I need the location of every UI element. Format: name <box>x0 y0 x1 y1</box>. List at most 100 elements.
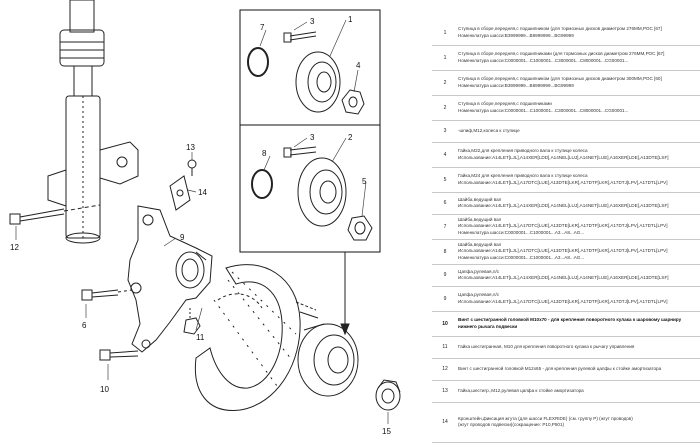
part-description-line: Номенклатура шасси:В3999999...В8999999..… <box>458 32 574 38</box>
parts-table-row: 2 Ступица в сборе,передняя,с подшипником … <box>432 70 700 96</box>
callout-15: 15 <box>382 427 391 436</box>
bolt-6 <box>81 289 133 301</box>
part-description: Гайка,М24 для крепления приводного вала … <box>458 167 698 192</box>
part-description: Кронштейн,фиксация жгута (для шасси FLEX… <box>458 402 698 442</box>
part-description-line: Номенклатура шасси:С0000001...С1000001..… <box>458 229 585 235</box>
parts-table-row: 1 Ступица в сборе,передняя,с подшипником … <box>432 20 700 46</box>
part-description-line: Использование:А14LET[LJL],А17DTC[LUE],А1… <box>458 298 668 304</box>
part-description-line: Номенклатура шасси:С0000001...С1000001..… <box>458 107 629 113</box>
part-description-line: Использование:А14LET[LJL],А17DTC[LUE],А1… <box>458 223 668 229</box>
part-number: 5 <box>443 176 447 183</box>
hub-assembly-lower <box>295 301 359 397</box>
parts-table-row: 14 Кронштейн,фиксация жгута (для шасси FL… <box>432 402 700 443</box>
part-number: 8 <box>443 248 447 255</box>
nut-15 <box>375 379 401 411</box>
part-description-line: Шайба,ведущий вал <box>458 217 502 223</box>
part-description-line: Гайка шестигранная, М10 для крепления по… <box>458 343 635 349</box>
parts-table-row: 11 Гайка шестигранная, М10 для крепления … <box>432 336 700 359</box>
part-description-line: Ступица в сборе,передняя,с подшипниками <box>458 101 552 107</box>
part-description-line: Ступица в сборе,передняя,с подшипником (… <box>458 76 662 82</box>
part-number: 6 <box>443 200 447 206</box>
callout-3-upper: 3 <box>310 17 315 26</box>
parts-table-row: 12 Винт с шестигранной головкой М12х65 - … <box>432 358 700 381</box>
part-description: Ступица в сборе,передняя,с подшипником (… <box>458 70 698 95</box>
leader-lines <box>15 19 389 424</box>
callout-7: 7 <box>260 23 265 32</box>
part-description: Винт с шестигранной головкой М10х70 - дл… <box>458 311 698 336</box>
part-description: Гайка,шестигр.,М12,рулевая цапфа к стойк… <box>458 380 698 402</box>
parts-table-row: 4 Гайка,М22,для крепления приводного вала… <box>432 142 700 168</box>
part-description-line: Ступица в сборе,передняя,с подшипником (… <box>458 26 662 32</box>
part-description-line: Использование:А14LET[LJL],А17DTC[LUE],А1… <box>458 248 668 254</box>
part-description: Винт с шестигранной головкой М12х65 - дл… <box>458 358 698 380</box>
inset-lower-parts <box>251 146 373 241</box>
part-number: 4 <box>443 151 447 158</box>
part-description-line: Цапфа,рулевая,л/с <box>458 292 500 298</box>
part-description-line: Использование:А14LET[LJL],А14XER[LDD],А1… <box>458 154 669 160</box>
part-number: 1 <box>443 29 447 36</box>
callout-3-lower: 3 <box>310 133 315 142</box>
part-number: 7 <box>443 223 447 230</box>
part-number: 13 <box>442 388 448 394</box>
part-number: 12 <box>442 366 448 372</box>
parts-table-row: 10 Винт с шестигранной головкой М10х70 - … <box>432 311 700 337</box>
part-description-line: Цапфа,рулевая,л/с <box>458 268 500 274</box>
exploded-parts-diagram: 3 1 7 4 3 2 8 5 13 14 9 12 6 11 10 15 <box>9 0 401 436</box>
callout-13: 13 <box>186 143 195 152</box>
part-number: 2 <box>443 79 447 86</box>
part-number: 9 <box>443 295 447 302</box>
part-description-line: Винт с шестигранной головкой М10х70 - дл… <box>458 317 682 323</box>
part-number: 14 <box>442 419 448 425</box>
part-description: Гайка,М22,для крепления приводного вала … <box>458 142 698 167</box>
callout-10: 10 <box>100 385 109 394</box>
part-number: 10 <box>442 320 448 327</box>
callout-9: 9 <box>180 233 185 242</box>
callout-2: 2 <box>348 133 353 142</box>
callout-11: 11 <box>196 333 205 342</box>
part-description-line: Номенклатура шасси:В3999999...В8999999..… <box>458 82 574 88</box>
part-number: 1 <box>443 54 447 61</box>
bolt-10 <box>99 349 139 361</box>
callout-5: 5 <box>362 177 367 186</box>
strut-assembly <box>47 0 139 244</box>
callout-6: 6 <box>82 321 87 330</box>
part-description-line: Гайка,шестигр.,М12,рулевая цапфа к стойк… <box>458 387 584 393</box>
part-description-line: нижнего рычага подвески <box>458 323 518 329</box>
part-description: Ступица в сборе,передняя,с подшипниками … <box>458 45 698 70</box>
bracket-14 <box>169 175 191 211</box>
callout-12: 12 <box>10 243 19 252</box>
callout-8: 8 <box>262 149 267 158</box>
steering-knuckle-9 <box>127 205 213 353</box>
part-description-line: Шайба,ведущий вал <box>458 196 502 202</box>
part-description-line: Кронштейн,фиксация жгута (для шасси FLEX… <box>458 415 633 421</box>
part-description-line: Шайба,ведущий вал <box>458 242 502 248</box>
part-description-line: Ступица в сборе,передняя,с подшипниками … <box>458 51 665 57</box>
part-description-line: Винт с шестигранной головкой М12х65 - дл… <box>458 365 662 371</box>
part-number: 11 <box>442 344 448 350</box>
brake-dust-shield <box>194 264 301 411</box>
parts-table-row: 5 Гайка,М24 для крепления приводного вала… <box>432 167 700 193</box>
callout-14: 14 <box>198 188 207 197</box>
parts-table-row: 1 Ступица в сборе,передняя,с подшипниками… <box>432 45 700 71</box>
part-description-line: Номенклатура шасси:С0000001...С1000001..… <box>458 254 585 260</box>
part-description-line: Использование:А14LET[LJL],А14XER[LDD],А1… <box>458 203 669 208</box>
parts-table-row: 13 Гайка,шестигр.,М12,рулевая цапфа к сто… <box>432 380 700 403</box>
part-description-line: -шпиф,М12,колеса к ступице <box>458 127 520 133</box>
inset-box-lower <box>239 124 381 253</box>
part-number: 2 <box>443 104 447 111</box>
bolt-12 <box>9 204 101 225</box>
part-number: 9 <box>443 272 447 278</box>
inset-arrow <box>340 252 350 336</box>
part-description-line: (жгут проводов подвески)(сокращение: Р10… <box>458 422 565 427</box>
part-description-line: Использование:А14LET[LJL],А17DTC[LUE],А1… <box>458 179 668 185</box>
